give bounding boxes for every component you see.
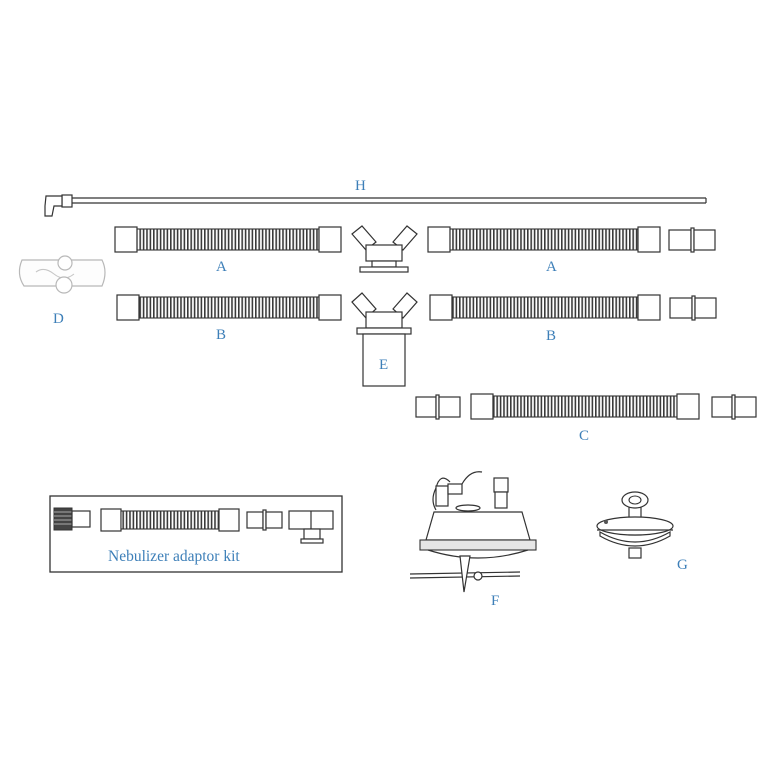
label-a-left: A xyxy=(216,259,227,275)
y-piece-e xyxy=(351,225,418,387)
label-g: G xyxy=(677,557,688,573)
hose-c xyxy=(470,393,700,420)
label-f: F xyxy=(491,593,499,609)
hose-a-right xyxy=(427,226,661,253)
kit-connector xyxy=(246,509,283,531)
connector-b-right xyxy=(669,295,717,321)
hose-a-left xyxy=(114,226,342,253)
label-c: C xyxy=(579,428,589,444)
clip-d xyxy=(18,255,106,294)
label-d: D xyxy=(53,311,64,327)
kit-caption: Nebulizer adaptor kit xyxy=(108,548,240,565)
connector-c-right xyxy=(711,394,757,420)
hose-b-left xyxy=(116,294,342,321)
label-e: E xyxy=(379,357,388,373)
connector-a-right xyxy=(668,227,716,253)
kit-t-piece xyxy=(288,510,334,544)
connector-c-left xyxy=(415,394,461,420)
threaded-connector-icon xyxy=(53,507,91,531)
filter-g xyxy=(596,491,674,559)
nebulizer-chamber-f xyxy=(409,471,537,593)
label-b-left: B xyxy=(216,327,226,343)
hose-b-right xyxy=(429,294,661,321)
sampling-line-h xyxy=(44,194,707,217)
label-h: H xyxy=(355,178,366,194)
nebulizer-kit-box: Nebulizer adaptor kit xyxy=(49,495,343,573)
label-a-right: A xyxy=(546,259,557,275)
kit-hose xyxy=(100,508,240,532)
label-b-right: B xyxy=(546,328,556,344)
